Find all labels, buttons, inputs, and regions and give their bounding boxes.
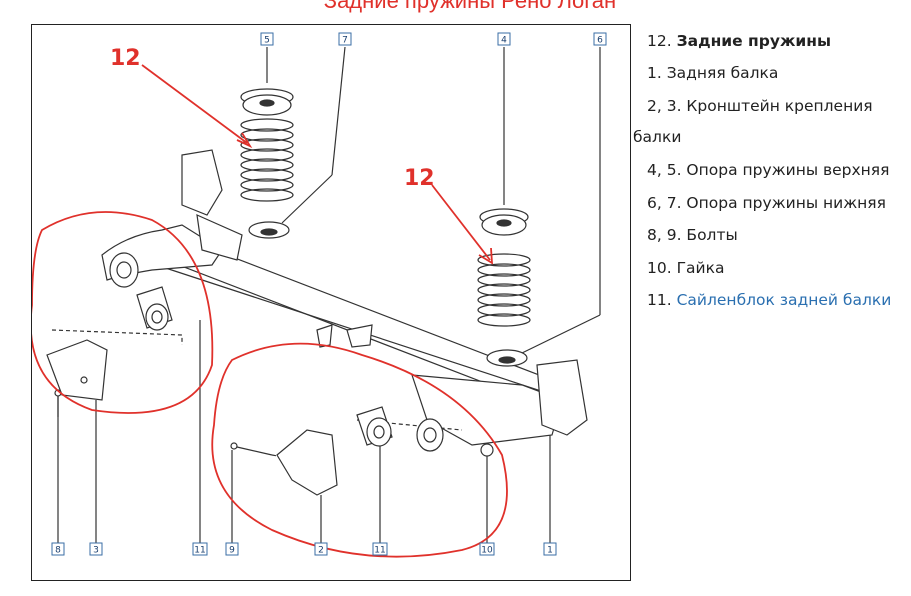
leader-7 — [331, 46, 346, 176]
legend-item-11-number: 11. — [647, 291, 672, 309]
legend-item-1: 1. Задняя балка — [647, 64, 779, 82]
legend-item-8-9: 8, 9. Болты — [647, 226, 738, 244]
callout-7: 7 — [342, 36, 348, 46]
suspension-diagram: 12 12 5 7 4 6 8 3 11 9 2 11 10 — [31, 24, 631, 581]
legend-item-11: 11. Сайленблок задней балки — [647, 291, 891, 309]
arrow-12-left — [141, 64, 248, 144]
page-title: Задние пружины Рено Логан — [323, 0, 617, 13]
bracket-3 — [46, 339, 108, 401]
callout-9: 9 — [229, 546, 235, 556]
silentblock-link[interactable]: Сайленблок задней балки — [676, 291, 892, 309]
legend-item-10: 10. Гайка — [647, 259, 725, 277]
legend-item-12: 12. Задние пружины — [647, 32, 831, 50]
annotation-12-left: 12 — [110, 46, 141, 71]
diagram-drawing: 12 12 5 7 4 6 8 3 11 9 2 11 10 — [32, 32, 607, 558]
callout-3: 3 — [93, 546, 99, 556]
callout-5: 5 — [264, 36, 270, 46]
callout-6: 6 — [597, 36, 603, 46]
bracket-2 — [276, 429, 338, 496]
callout-11-left: 11 — [194, 546, 205, 556]
callout-11-right: 11 — [374, 546, 385, 556]
callout-10: 10 — [481, 546, 493, 556]
legend-item-4-5: 4, 5. Опора пружины верхняя — [647, 161, 890, 179]
red-annotations — [32, 64, 508, 558]
callout-4: 4 — [501, 36, 507, 46]
callout-2: 2 — [318, 546, 324, 556]
legend-item-12-title: Задние пружины — [676, 32, 831, 50]
legend-item-6-7: 6, 7. Опора пружины нижняя — [647, 194, 886, 212]
legend-item-2-3: 2, 3. Кронштейн крепления — [647, 97, 873, 115]
circle-right-bushings — [211, 342, 508, 558]
arrow-12-right — [431, 184, 491, 261]
annotation-12-right: 12 — [404, 166, 435, 191]
callout-1: 1 — [547, 546, 553, 556]
legend-item-2-3-continued: балки — [633, 128, 682, 146]
circle-left-bushings — [32, 211, 214, 414]
callout-8: 8 — [55, 546, 61, 556]
legend-item-12-number: 12. — [647, 32, 672, 50]
